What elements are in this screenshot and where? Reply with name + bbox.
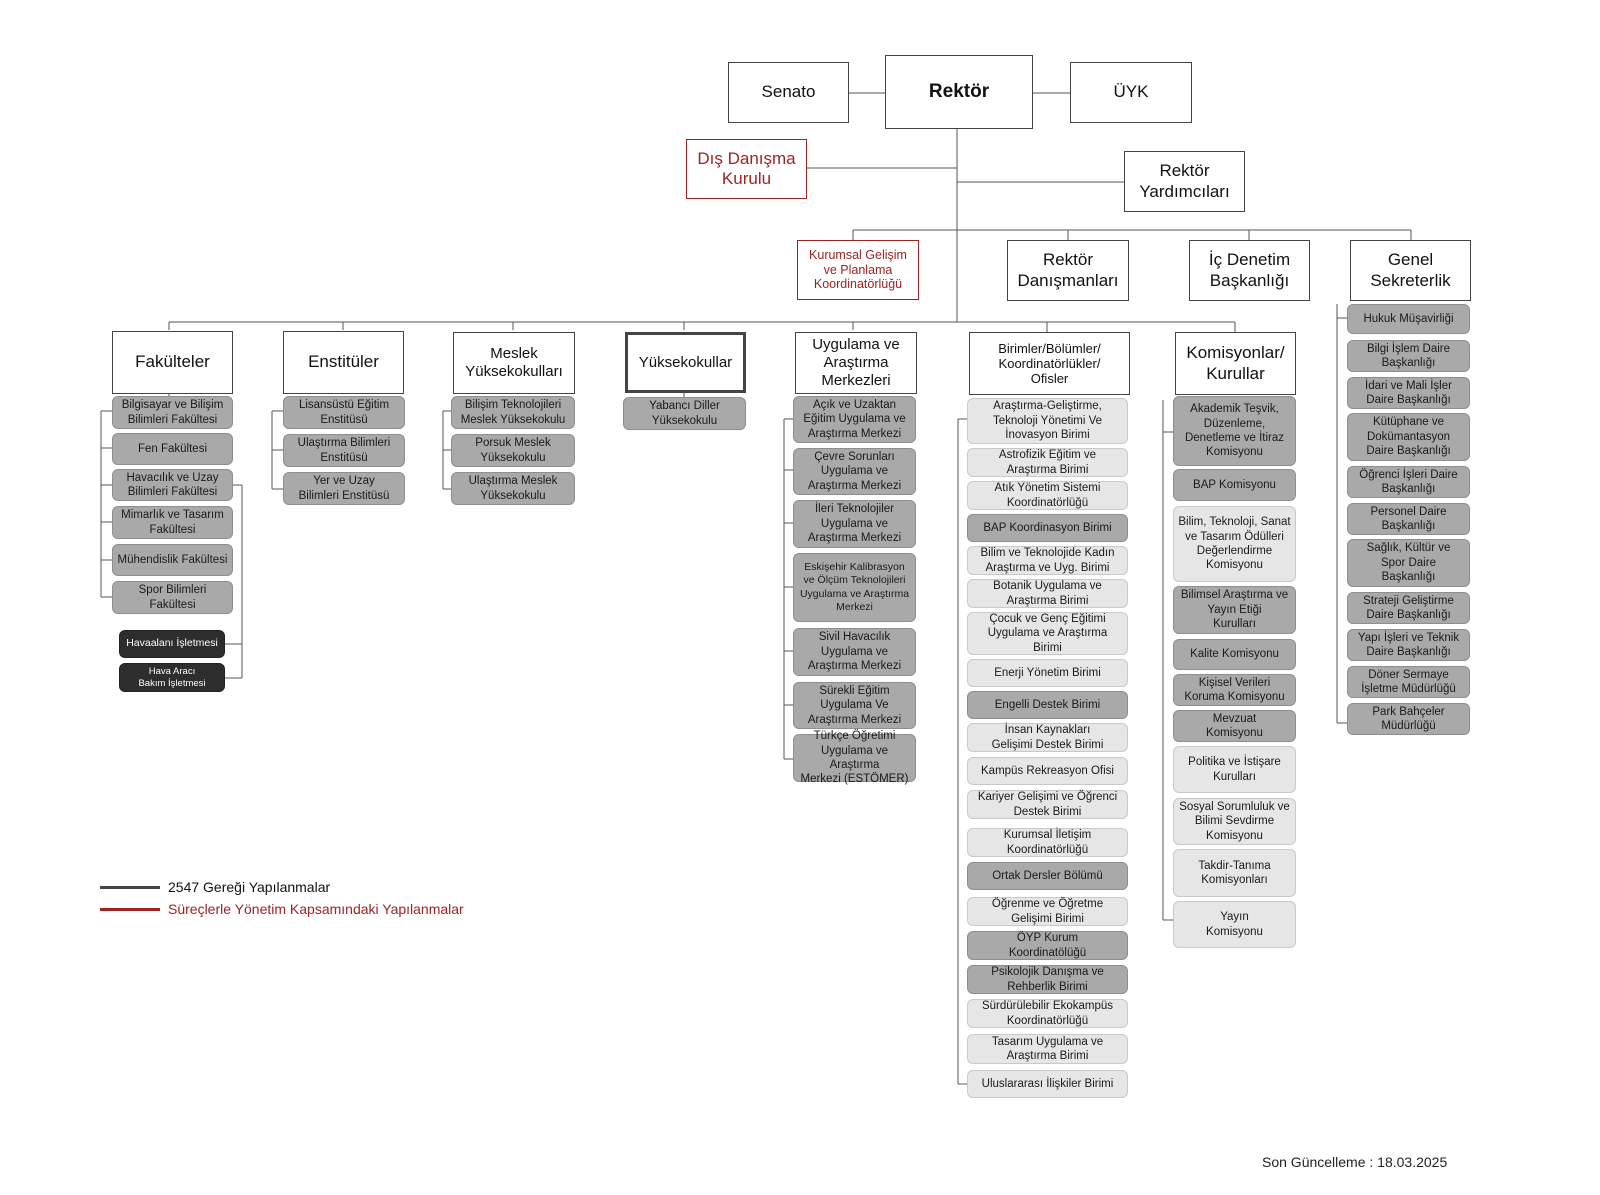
last-updated: Son Güncelleme : 18.03.2025 [1262, 1154, 1448, 1170]
enstitu-item: Ulaştırma Bilimleri Enstitüsü [283, 434, 405, 467]
birim-item: Kampüs Rekreasyon Ofisi [967, 757, 1128, 785]
komisyon-item: Kalite Komisyonu [1173, 639, 1296, 670]
uam-item: Sivil Havacılık Uygulama ve Araştırma Me… [793, 628, 916, 676]
fakulte-item: Mühendislik Fakültesi [112, 544, 233, 576]
genel-sekreterlik-unit: Park Bahçeler Müdürlüğü [1347, 703, 1470, 735]
yuksekokullar-header: Yüksekokullar [625, 332, 746, 393]
enstitu-item: Yer ve Uzay Bilimleri Enstitüsü [283, 472, 405, 505]
birim-item: ÖYP Kurum Koordinatölüğü [967, 931, 1128, 960]
komisyon-item: Bilimsel Araştırma ve Yayın Etiği Kurull… [1173, 586, 1296, 634]
havaalani-isletmesi-box: Havaalanı İşletmesi [119, 630, 225, 658]
genel-sekreterlik-unit: Strateji Geliştirme Daire Başkanlığı [1347, 592, 1470, 624]
fakulte-item: Bilgisayar ve Bilişim Bilimleri Fakültes… [112, 396, 233, 429]
genel-sekreterlik-unit: Hukuk Müşavirliği [1347, 304, 1470, 334]
genel-sekreterlik-unit: İdari ve Mali İşler Daire Başkanlığı [1347, 377, 1470, 409]
birim-item: Kurumsal İletişim Koordinatörlüğü [967, 828, 1128, 857]
dis-danisma-kurulu-box: Dış Danışma Kurulu [686, 139, 807, 199]
kurumsal-gelisim-box: Kurumsal Gelişim ve Planlama Koordinatör… [797, 240, 919, 300]
birim-item: İnsan Kaynakları Gelişimi Destek Birimi [967, 723, 1128, 752]
genel-sekreterlik-unit: Kütüphane ve Dokümantasyon Daire Başkanl… [1347, 413, 1470, 461]
fakulte-item: Spor Bilimleri Fakültesi [112, 581, 233, 614]
fakulte-item: Fen Fakültesi [112, 433, 233, 465]
komisyon-item: Politika ve İstişare Kurulları [1173, 746, 1296, 793]
legend-process: Süreçlerle Yönetim Kapsamındaki Yapılanm… [100, 901, 464, 917]
uam-item: Türkçe Öğretimi Uygulama ve Araştırma Me… [793, 730, 916, 785]
enstituler-header: Enstitüler [283, 331, 404, 394]
senato-box: Senato [728, 62, 849, 123]
myo-item: Bilişim Teknolojileri Meslek Yüksekokulu [451, 396, 575, 429]
uyk-box: ÜYK [1070, 62, 1192, 123]
birim-item: Ortak Dersler Bölümü [967, 862, 1128, 890]
birim-item: Kariyer Gelişimi ve Öğrenci Destek Birim… [967, 790, 1128, 819]
birim-item: Sürdürülebilir Ekokampüs Koordinatörlüğü [967, 999, 1128, 1028]
birim-item: Araştırma-Geliştirme, Teknoloji Yönetimi… [967, 398, 1128, 444]
birim-item: Çocuk ve Genç Eğitimi Uygulama ve Araştı… [967, 612, 1128, 655]
rektor-danismanlari-box: Rektör Danışmanları [1007, 240, 1129, 301]
genel-sekreterlik-unit: Sağlık, Kültür ve Spor Daire Başkanlığı [1347, 539, 1470, 587]
fakulte-item: Havacılık ve Uzay Bilimleri Fakültesi [112, 469, 233, 501]
birim-item: Enerji Yönetim Birimi [967, 659, 1128, 687]
rektor-yardimcilari-box: Rektör Yardımcıları [1124, 151, 1245, 212]
uam-item: Sürekli Eğitim Uygulama Ve Araştırma Mer… [793, 682, 916, 729]
uam-item: Çevre Sorunları Uygulama ve Araştırma Me… [793, 448, 916, 495]
ic-denetim-box: İç Denetim Başkanlığı [1189, 240, 1310, 301]
komisyon-item: BAP Komisyonu [1173, 469, 1296, 501]
legend-2547: 2547 Gereği Yapılanmalar [100, 879, 330, 895]
birim-item: Botanik Uygulama ve Araştırma Birimi [967, 579, 1128, 608]
genel-sekreterlik-unit: Personel Daire Başkanlığı [1347, 503, 1470, 535]
uam-item: Açık ve Uzaktan Eğitim Uygulama ve Araşt… [793, 396, 916, 443]
uam-item: İleri Teknolojiler Uygulama ve Araştırma… [793, 500, 916, 548]
genel-sekreterlik-unit: Döner Sermaye İşletme Müdürlüğü [1347, 666, 1470, 698]
legend-process-swatch [100, 907, 160, 911]
birim-item: Engelli Destek Birimi [967, 691, 1128, 719]
rektor-box: Rektör [885, 55, 1033, 129]
birim-item: Psikolojik Danışma ve Rehberlik Birimi [967, 965, 1128, 994]
enstitu-item: Lisansüstü Eğitim Enstitüsü [283, 396, 405, 429]
genel-sekreterlik-unit: Bilgi İşlem Daire Başkanlığı [1347, 340, 1470, 372]
birim-item: Atık Yönetim Sistemi Koordinatörlüğü [967, 481, 1128, 510]
genel-sekreterlik-box: Genel Sekreterlik [1350, 240, 1471, 301]
yuksekokul-item: Yabancı Diller Yüksekokulu [623, 397, 746, 430]
birim-item: BAP Koordinasyon Birimi [967, 514, 1128, 542]
birim-item: Bilim ve Teknolojide Kadın Araştırma ve … [967, 546, 1128, 575]
fakulte-item: Mimarlık ve Tasarım Fakültesi [112, 506, 233, 539]
birimler-header: Birimler/Bölümler/ Koordinatörlükler/ Of… [969, 332, 1130, 395]
uam-header: Uygulama ve Araştırma Merkezleri [795, 332, 917, 394]
komisyonlar-header: Komisyonlar/ Kurullar [1175, 332, 1296, 395]
legend-process-label: Süreçlerle Yönetim Kapsamındaki Yapılanm… [168, 901, 464, 917]
genel-sekreterlik-unit: Yapı İşleri ve Teknik Daire Başkanlığı [1347, 629, 1470, 661]
birim-item: Tasarım Uygulama ve Araştırma Birimi [967, 1034, 1128, 1064]
komisyon-item: Mevzuat Komisyonu [1173, 710, 1296, 742]
komisyon-item: Akademik Teşvik, Düzenleme, Denetleme ve… [1173, 396, 1296, 466]
komisyon-item: Sosyal Sorumluluk ve Bilimi Sevdirme Kom… [1173, 798, 1296, 845]
uam-item: Eskişehir Kalibrasyon ve Ölçüm Teknoloji… [793, 553, 916, 622]
legend-2547-swatch [100, 885, 160, 889]
komisyon-item: Bilim, Teknoloji, Sanat ve Tasarım Ödüll… [1173, 506, 1296, 582]
hava-araci-bakim-box: Hava Aracı Bakım İşletmesi [119, 663, 225, 692]
birim-item: Uluslararası İlişkiler Birimi [967, 1070, 1128, 1098]
legend-2547-label: 2547 Gereği Yapılanmalar [168, 879, 331, 895]
birim-item: Öğrenme ve Öğretme Gelişimi Birimi [967, 897, 1128, 926]
fakulteler-header: Fakülteler [112, 331, 233, 394]
komisyon-item: Takdir-Tanıma Komisyonları [1173, 849, 1296, 897]
genel-sekreterlik-unit: Öğrenci İşleri Daire Başkanlığı [1347, 466, 1470, 498]
komisyon-item: Kişisel Verileri Koruma Komisyonu [1173, 674, 1296, 706]
komisyon-item: Yayın Komisyonu [1173, 901, 1296, 948]
myo-header: Meslek Yüksekokulları [453, 332, 575, 394]
myo-item: Ulaştırma Meslek Yüksekokulu [451, 472, 575, 505]
birim-item: Astrofizik Eğitim ve Araştırma Birimi [967, 448, 1128, 477]
myo-item: Porsuk Meslek Yüksekokulu [451, 434, 575, 467]
